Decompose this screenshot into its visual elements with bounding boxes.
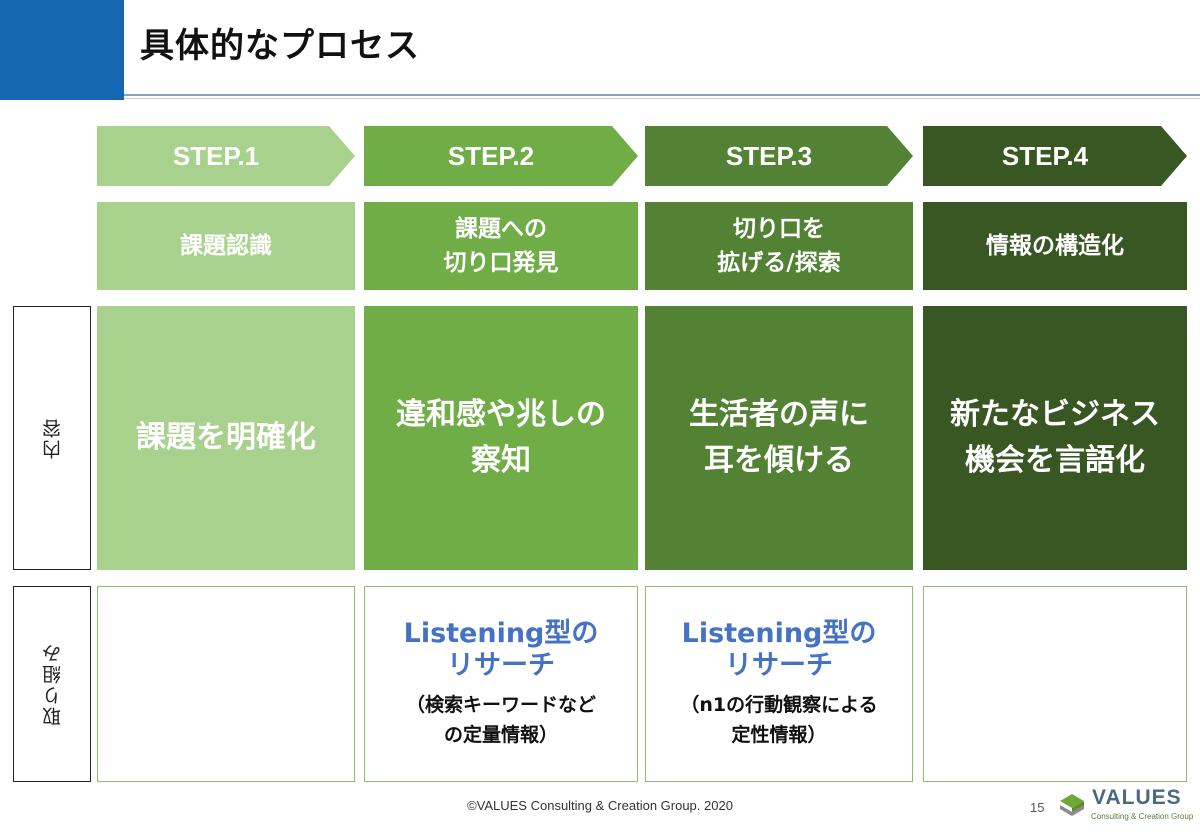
page-title: 具体的なプロセス	[140, 26, 420, 66]
values-logo-icon	[1060, 794, 1084, 816]
step-3-activity: Listening型の リサーチ （n1の行動観察による 定性情報）	[645, 586, 913, 782]
step-3-label: STEP.3	[725, 140, 813, 171]
row-label-activity: 取り組み	[13, 586, 91, 782]
step-1-activity	[97, 586, 355, 782]
step-1-label: STEP.1	[172, 140, 260, 171]
row-label-content: 内容	[13, 306, 91, 570]
step-3-arrow: STEP.3	[645, 126, 913, 186]
step-4-arrow: STEP.4	[923, 126, 1187, 186]
step-1-arrow: STEP.1	[97, 126, 355, 186]
step-4-phase: 情報の構造化	[923, 202, 1187, 290]
step-4-activity	[923, 586, 1187, 782]
header-accent-block	[0, 0, 124, 100]
step-1-content: 課題を明確化	[97, 306, 355, 570]
step-2-activity-detail: （検索キーワードなど の定量情報）	[405, 694, 596, 746]
step-3-activity-title: Listening型の リサーチ	[681, 618, 877, 681]
step-4-label: STEP.4	[1001, 140, 1089, 171]
logo-subtext: Consulting & Creation Group	[1091, 812, 1194, 821]
step-3-phase: 切り口を 拡げる/探索	[645, 202, 913, 290]
footer-copyright: ©VALUES Consulting & Creation Group. 202…	[467, 798, 733, 813]
header-divider-thin	[124, 98, 1200, 99]
row-label-activity-text: 取り組み	[41, 642, 64, 726]
step-2-arrow: STEP.2	[364, 126, 638, 186]
step-1-phase: 課題認識	[97, 202, 355, 290]
step-2-content: 違和感や兆しの 察知	[364, 306, 638, 570]
step-3-activity-detail: （n1の行動観察による 定性情報）	[680, 694, 878, 746]
header-divider	[124, 94, 1200, 96]
step-2-activity-title: Listening型の リサーチ	[403, 618, 599, 681]
step-2-label: STEP.2	[447, 140, 535, 171]
step-4-content: 新たなビジネス 機会を言語化	[923, 306, 1187, 570]
step-2-activity: Listening型の リサーチ （検索キーワードなど の定量情報）	[364, 586, 638, 782]
step-2-phase: 課題への 切り口発見	[364, 202, 638, 290]
logo-text: VALUES	[1092, 786, 1182, 809]
step-3-content: 生活者の声に 耳を傾ける	[645, 306, 913, 570]
page-number: 15	[1030, 800, 1045, 815]
row-label-content-text: 内容	[41, 417, 64, 459]
